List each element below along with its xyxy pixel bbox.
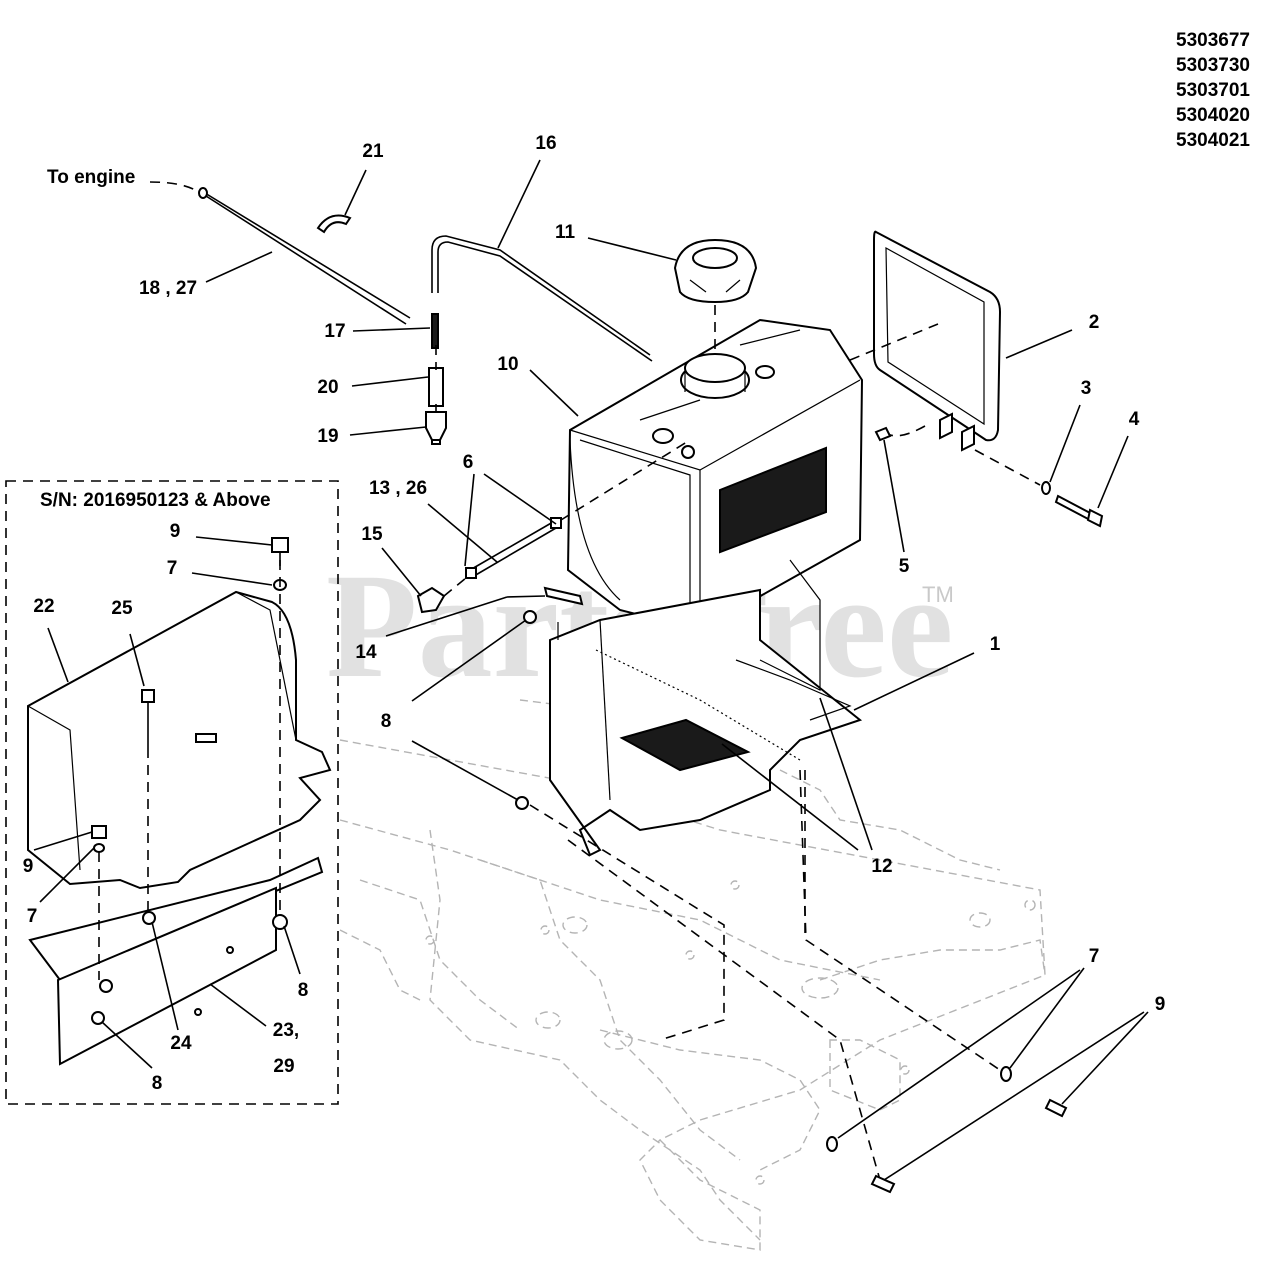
callout-8: 8 (381, 711, 392, 732)
callout-17: 17 (324, 321, 345, 342)
callout-21: 21 (362, 141, 384, 162)
model-number: 5304020 (1176, 105, 1250, 126)
callout-2: 2 (1089, 312, 1100, 333)
callout-13-26: 13 , 26 (369, 478, 427, 499)
serial-inset: S/N: 2016950123 & Above (5, 480, 339, 1105)
callout-7: 7 (27, 906, 38, 927)
callout-15: 15 (361, 524, 383, 545)
callout-9: 9 (170, 521, 181, 542)
callout-20: 20 (317, 377, 338, 398)
callout-14: 14 (355, 642, 377, 663)
callout-23: 23, (273, 1020, 299, 1041)
model-number: 5304021 (1176, 130, 1250, 151)
inset-border (5, 480, 339, 1105)
callout-19: 19 (317, 426, 338, 447)
watermark-trademark: TM (922, 582, 954, 607)
callout-1: 1 (990, 634, 1001, 655)
callout-7: 7 (1089, 946, 1100, 967)
callout-29: 29 (273, 1056, 294, 1077)
fuel-line-assembly (149, 181, 653, 445)
fuel-cap (673, 238, 758, 350)
model-number: 5303677 (1176, 30, 1250, 51)
model-number: 5303730 (1176, 55, 1250, 76)
tank-mounting-pan (515, 559, 863, 857)
callout-24: 24 (170, 1033, 192, 1054)
callout-3: 3 (1081, 378, 1092, 399)
alignment-lines (529, 769, 1001, 1181)
callout-6: 6 (463, 452, 474, 473)
bracket-hardware (874, 426, 1104, 528)
tank-bracket (849, 230, 1041, 486)
callout-4: 4 (1129, 409, 1140, 430)
callout-16: 16 (535, 133, 556, 154)
callout-9: 9 (1155, 994, 1166, 1015)
callout-25: 25 (111, 598, 133, 619)
callout-22: 22 (33, 596, 54, 617)
fuel-tank (566, 318, 864, 632)
callout-labels: To engine 1 2 3 4 5 6 7 7 7 8 8 8 9 9 9 … (23, 133, 1166, 1094)
callout-8: 8 (298, 980, 309, 1001)
callout-5: 5 (899, 556, 910, 577)
frame-hardware (826, 1066, 1068, 1194)
inset-title: S/N: 2016950123 & Above (40, 490, 271, 511)
callout-12: 12 (871, 856, 892, 877)
callout-10: 10 (497, 354, 518, 375)
callout-9: 9 (23, 856, 34, 877)
to-engine-label: To engine (47, 167, 135, 188)
leader-lines (33, 159, 1149, 1181)
model-number-list: 5303677 5303730 5303701 5304020 5304021 (1176, 30, 1250, 151)
callout-11: 11 (555, 222, 576, 243)
callout-18-27: 18 , 27 (139, 278, 197, 299)
callout-8: 8 (152, 1073, 163, 1094)
callout-7: 7 (167, 558, 178, 579)
shutoff-hose-assembly (416, 439, 691, 614)
model-number: 5303701 (1176, 80, 1250, 101)
